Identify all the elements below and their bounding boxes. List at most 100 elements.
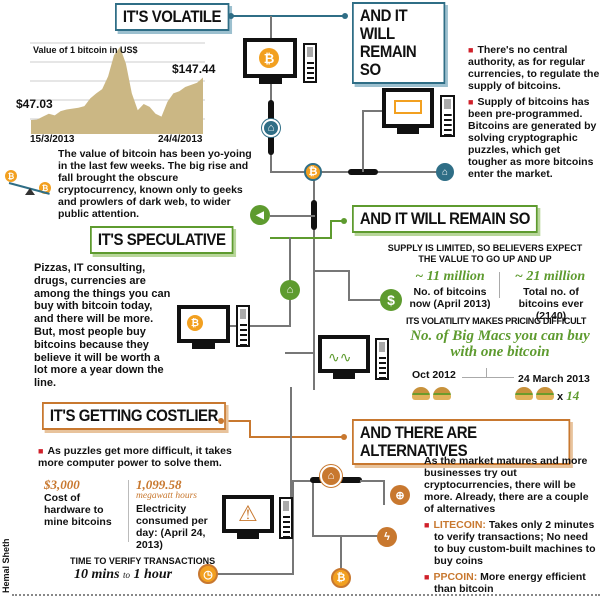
burger-icon	[433, 387, 451, 400]
cost-label: Cost of hardware to mine bitcoins	[44, 492, 112, 528]
connector	[292, 520, 294, 575]
dollar-icon: $	[380, 289, 402, 311]
bitcoin-icon: ₿	[331, 568, 351, 588]
divider	[499, 272, 500, 298]
computer-monitor: ∿∿	[318, 335, 370, 379]
bitcoin-price-chart	[30, 42, 205, 134]
connector	[348, 299, 383, 301]
connector	[270, 215, 315, 217]
chart-x-end: 24/4/2013	[158, 134, 203, 145]
lock-icon: ⌂	[262, 119, 280, 137]
computer-monitor: ₿	[177, 305, 230, 349]
volatility-heading: ITS VOLATILITY MAKES PRICING DIFFICULT	[405, 316, 587, 326]
server-icon	[236, 305, 250, 347]
connector	[362, 110, 382, 112]
verify-time: 10 mins to 1 hour	[74, 567, 173, 582]
connector	[340, 535, 342, 575]
connector	[312, 535, 382, 537]
computer-monitor: ⚠	[222, 495, 274, 539]
server-icon	[440, 95, 455, 137]
heading-line: AND IT WILL	[359, 6, 408, 43]
supply-heading: SUPPLY IS LIMITED, SO BELIEVERS EXPECT T…	[387, 243, 583, 264]
bigmac-multiplier: 14	[566, 388, 580, 403]
connector	[383, 480, 385, 505]
seesaw-icon: ₿ ₿	[5, 170, 51, 198]
cost-value: $3,000	[44, 477, 80, 492]
trend-line-icon: ∿∿	[328, 349, 352, 365]
date-oct-2012: Oct 2012	[412, 369, 456, 381]
burger-icons	[412, 387, 454, 405]
bitcoin-icon: ₿	[259, 48, 279, 68]
rocket-icon: ◀	[250, 205, 270, 225]
bitcoin-icon: ₿	[187, 315, 203, 331]
stat-bitcoins-total-value: ~ 21 million	[514, 269, 586, 284]
burger-icon	[515, 387, 533, 400]
connector	[292, 480, 294, 520]
alternative-litecoin: ■LITECOIN: Takes only 2 minutes to verif…	[424, 519, 596, 567]
chart-title: Value of 1 bitcoin in US$	[33, 45, 138, 55]
connector-bar	[348, 169, 378, 175]
date-march-2013: 24 March 2013	[518, 373, 590, 385]
volatile-text: The value of bitcoin has been yo-yoing i…	[58, 148, 252, 220]
bitcoin-icon: ₿	[5, 170, 17, 182]
computer-monitor: ₿	[243, 38, 297, 84]
lock-icon: ⌂	[320, 465, 342, 487]
speculative-text: Pizzas, IT consulting, drugs, currencies…	[34, 262, 171, 390]
connector	[230, 325, 290, 327]
chart-end-label: $147.44	[172, 62, 216, 76]
server-icon	[279, 497, 293, 539]
globe-icon: ⊕	[390, 485, 410, 505]
heading-remain-limited: AND IT WILL REMAIN SO	[352, 205, 538, 233]
burger-icon	[536, 387, 554, 400]
price-area	[31, 47, 203, 134]
connector	[290, 387, 292, 510]
connector	[285, 352, 315, 354]
alternatives-text: As the market matures and more businesse…	[424, 455, 589, 515]
bitcoin-icon: ₿	[304, 163, 322, 181]
server-icon	[303, 43, 317, 83]
connector	[215, 573, 294, 575]
heading-line: REMAIN SO	[359, 42, 417, 79]
connector	[348, 270, 350, 300]
warning-icon: ⚠	[238, 501, 258, 526]
connector	[313, 180, 315, 390]
connector	[330, 220, 344, 222]
divider	[462, 377, 514, 378]
connector-dot	[341, 434, 347, 440]
electricity-value: 1,099.58	[136, 477, 182, 492]
lock-icon: ⌂	[280, 280, 300, 300]
server-icon	[375, 338, 389, 380]
verify-heading: TIME TO VERIFY TRANSACTIONS	[70, 556, 216, 566]
connector	[270, 16, 272, 173]
bigmac-title: No. of Big Macs you can buy with one bit…	[410, 328, 590, 360]
connector	[330, 220, 332, 238]
code-icon	[394, 100, 422, 114]
connector	[249, 436, 344, 438]
connector	[220, 420, 250, 422]
clock-icon: ◷	[198, 564, 218, 584]
connector	[312, 480, 314, 535]
connector-dot	[218, 418, 224, 424]
burger-icon	[412, 387, 430, 400]
heading-volatile: IT'S VOLATILE	[115, 3, 229, 31]
connector-dot	[341, 218, 347, 224]
electricity-label: Electricity consumed per day: (April 24,…	[136, 503, 208, 551]
stat-bitcoins-now-value: ~ 11 million	[415, 269, 485, 284]
alternatives-block: As the market matures and more businesse…	[424, 455, 600, 599]
remain-bullet: ■Supply of bitcoins has been pre-program…	[468, 96, 597, 180]
costlier-bullet: ■As puzzles get more difficult, it takes…	[38, 445, 232, 469]
remain-bullets: ■There's no central authority, as for re…	[468, 44, 600, 184]
electricity-unit: megawatt hours	[136, 491, 197, 501]
connector	[249, 420, 251, 436]
divider	[486, 368, 487, 378]
burger-icons: x 14	[515, 387, 579, 404]
connector	[270, 237, 332, 239]
bank-icon: ⌂	[436, 163, 454, 181]
connector-dot	[342, 13, 348, 19]
bottom-rule	[12, 594, 600, 596]
alternative-ppcoin: ■PPCOIN: More energy efficient than bitc…	[424, 571, 586, 595]
computer-monitor	[382, 88, 434, 134]
stat-bitcoins-now-label: No. of bitcoins now (April 2013)	[409, 286, 491, 310]
connector-dot	[228, 13, 234, 19]
